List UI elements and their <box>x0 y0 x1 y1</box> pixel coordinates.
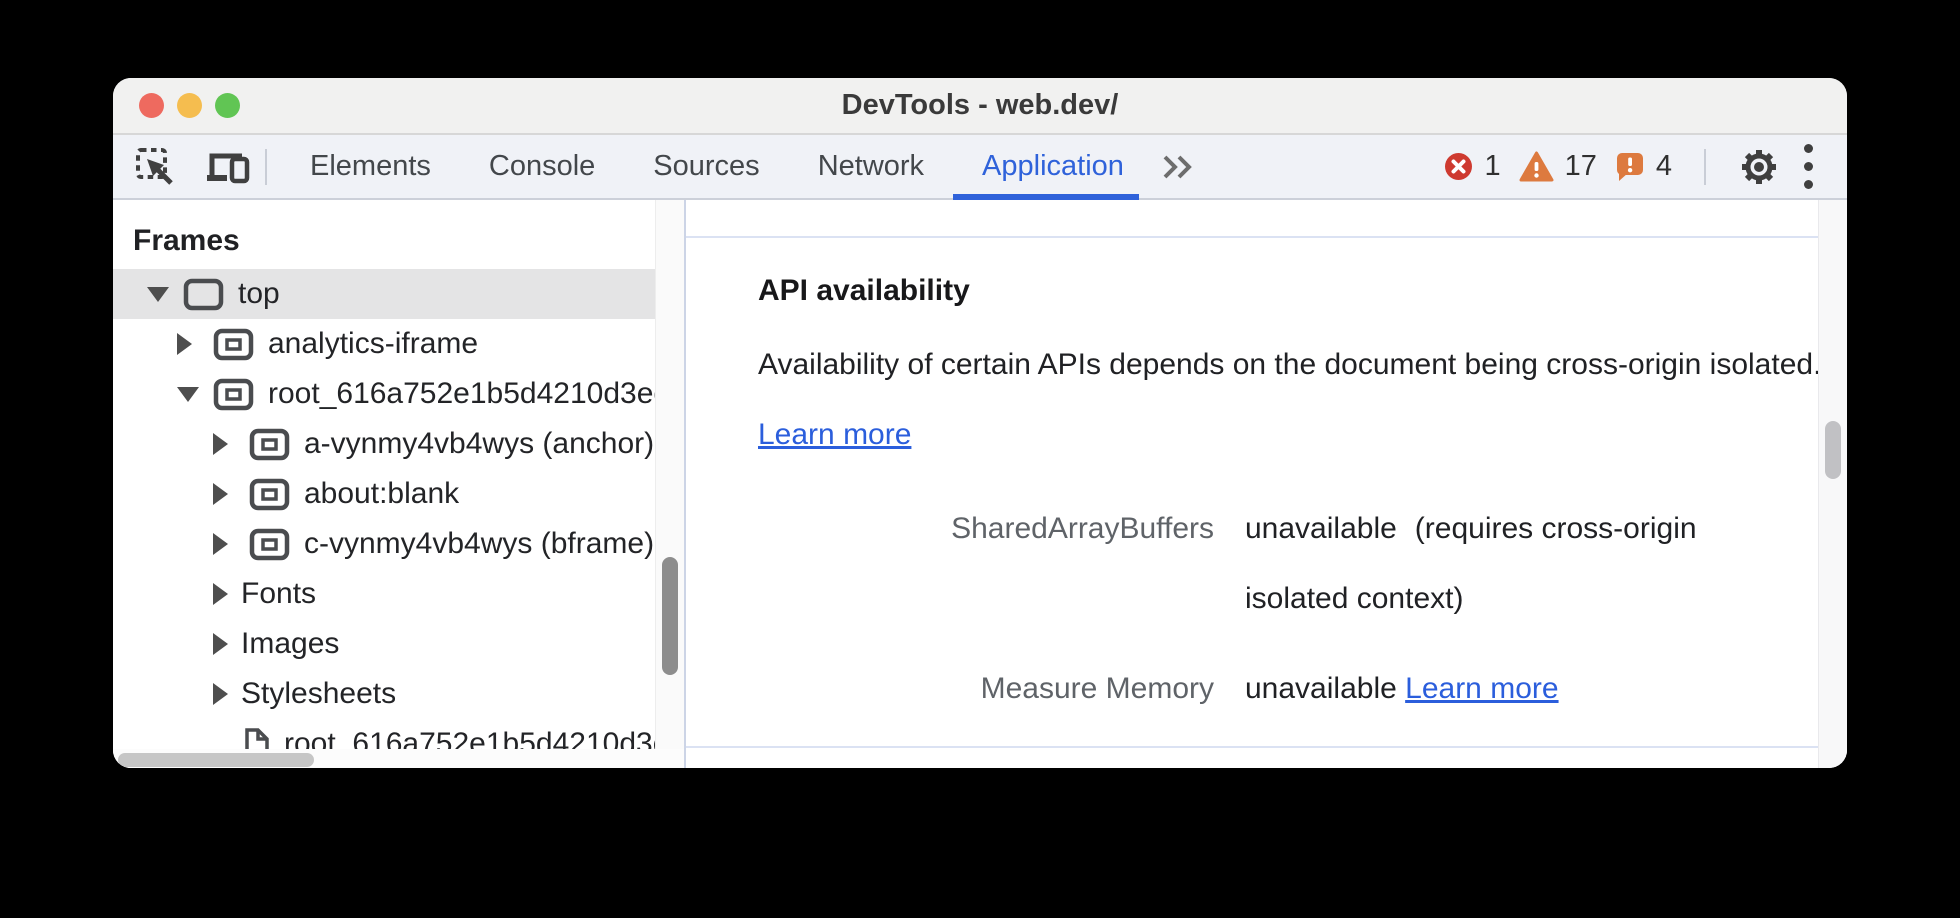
tree-row-top[interactable]: top <box>113 269 658 319</box>
sidebar-horizontal-scrollbar-thumb[interactable] <box>118 753 314 767</box>
panel-tabs: Elements Console Sources Network Applica… <box>281 135 1197 200</box>
iframe-icon <box>249 428 290 461</box>
tree-row-about-blank[interactable]: about:blank <box>113 469 658 519</box>
row-key: Measure Memory <box>980 672 1214 705</box>
minimize-window-button[interactable] <box>177 93 202 118</box>
iframe-icon <box>249 478 290 511</box>
row-value: unavailable Learn more <box>1245 672 1559 705</box>
expand-arrow-icon[interactable] <box>213 633 239 655</box>
warning-icon <box>1519 151 1554 182</box>
error-icon <box>1445 153 1473 180</box>
section-title: API availability <box>758 274 970 307</box>
frame-details-panel: API availability Availability of certain… <box>686 200 1847 768</box>
expand-arrow-icon[interactable] <box>177 333 203 355</box>
tab-sources[interactable]: Sources <box>653 150 760 182</box>
sidebar-vertical-scrollbar-thumb[interactable] <box>662 557 678 675</box>
sidebar-vertical-scrollbar[interactable] <box>655 200 684 749</box>
devtools-toolbar: Elements Console Sources Network Applica… <box>113 135 1847 200</box>
expand-arrow-icon[interactable] <box>213 533 239 555</box>
tab-elements[interactable]: Elements <box>310 150 431 182</box>
tree-row-anchor-frame[interactable]: a-vynmy4vb4wys (anchor) <box>113 419 658 469</box>
device-toolbar-icon[interactable] <box>205 148 251 186</box>
tab-console[interactable]: Console <box>488 150 596 182</box>
expand-arrow-icon[interactable] <box>213 583 239 605</box>
application-sidebar: Frames top analytics-ifr <box>113 200 686 768</box>
sidebar-horizontal-scrollbar[interactable] <box>113 749 684 768</box>
learn-more-link[interactable]: Learn more <box>1405 672 1559 705</box>
issues-icon <box>1616 153 1643 181</box>
issues-badge[interactable]: 4 <box>1615 150 1672 183</box>
tab-application[interactable]: Application <box>953 135 1153 200</box>
row-value: unavailable(requires cross-origin isolat… <box>1245 512 1697 615</box>
more-tabs-button[interactable] <box>1159 153 1197 181</box>
maximize-window-button[interactable] <box>215 93 240 118</box>
section-bottom-border <box>686 746 1819 748</box>
main-vertical-scrollbar[interactable] <box>1818 200 1847 768</box>
tree-row-stylesheets[interactable]: Stylesheets <box>113 669 658 719</box>
toolbar-separator <box>265 148 267 185</box>
inspect-element-icon[interactable] <box>135 147 175 187</box>
error-count: 1 <box>1484 150 1501 182</box>
api-availability-section: API availability Availability of certain… <box>686 200 1847 724</box>
expand-arrow-icon[interactable] <box>213 483 239 505</box>
settings-gear-icon[interactable] <box>1738 146 1780 188</box>
table-row: SharedArrayBuffers unavailable(requires … <box>758 494 1778 634</box>
active-tab-underline <box>953 194 1139 200</box>
section-top-border <box>686 236 1819 238</box>
devtools-body: Frames top analytics-ifr <box>113 200 1847 768</box>
row-note: (requires cross-origin isolated context) <box>1245 512 1697 615</box>
console-warnings-badge[interactable]: 17 <box>1519 150 1597 183</box>
frame-icon <box>183 278 224 311</box>
toolbar-left-icons <box>135 147 251 187</box>
tree-row-analytics-iframe[interactable]: analytics-iframe <box>113 319 658 369</box>
tab-network[interactable]: Network <box>817 150 925 182</box>
titlebar[interactable]: DevTools - web.dev/ <box>113 78 1847 135</box>
section-description: Availability of certain APIs depends on … <box>758 348 1822 451</box>
iframe-icon <box>213 328 254 361</box>
frames-tree: top analytics-iframe r <box>113 269 658 768</box>
frames-section-header: Frames <box>133 224 240 257</box>
toolbar-separator <box>1704 148 1706 185</box>
expand-arrow-icon[interactable] <box>177 386 203 402</box>
console-errors-badge[interactable]: 1 <box>1444 150 1501 183</box>
table-row: Measure Memory unavailable Learn more <box>758 654 1778 724</box>
tree-row-root-frame[interactable]: root_616a752e1b5d4210d3ec <box>113 369 658 419</box>
expand-arrow-icon[interactable] <box>213 683 239 705</box>
expand-arrow-icon[interactable] <box>213 433 239 455</box>
close-window-button[interactable] <box>139 93 164 118</box>
main-vertical-scrollbar-thumb[interactable] <box>1825 421 1841 479</box>
traffic-lights <box>139 93 240 118</box>
issue-count: 4 <box>1655 150 1672 182</box>
tree-row-bframe[interactable]: c-vynmy4vb4wys (bframe) <box>113 519 658 569</box>
warning-count: 17 <box>1564 150 1597 182</box>
tree-row-fonts[interactable]: Fonts <box>113 569 658 619</box>
api-availability-table: SharedArrayBuffers unavailable(requires … <box>758 494 1778 724</box>
iframe-icon <box>213 378 254 411</box>
devtools-window: DevTools - web.dev/ <box>113 78 1847 768</box>
toolbar-right-group: 1 17 4 <box>1444 142 1819 191</box>
chevron-double-right-icon <box>1163 155 1192 178</box>
kebab-menu-icon[interactable] <box>1798 142 1819 191</box>
iframe-icon <box>249 528 290 561</box>
row-key: SharedArrayBuffers <box>951 512 1214 545</box>
learn-more-link[interactable]: Learn more <box>758 418 912 451</box>
tree-row-images[interactable]: Images <box>113 619 658 669</box>
expand-arrow-icon[interactable] <box>147 286 173 302</box>
window-title: DevTools - web.dev/ <box>841 89 1119 121</box>
